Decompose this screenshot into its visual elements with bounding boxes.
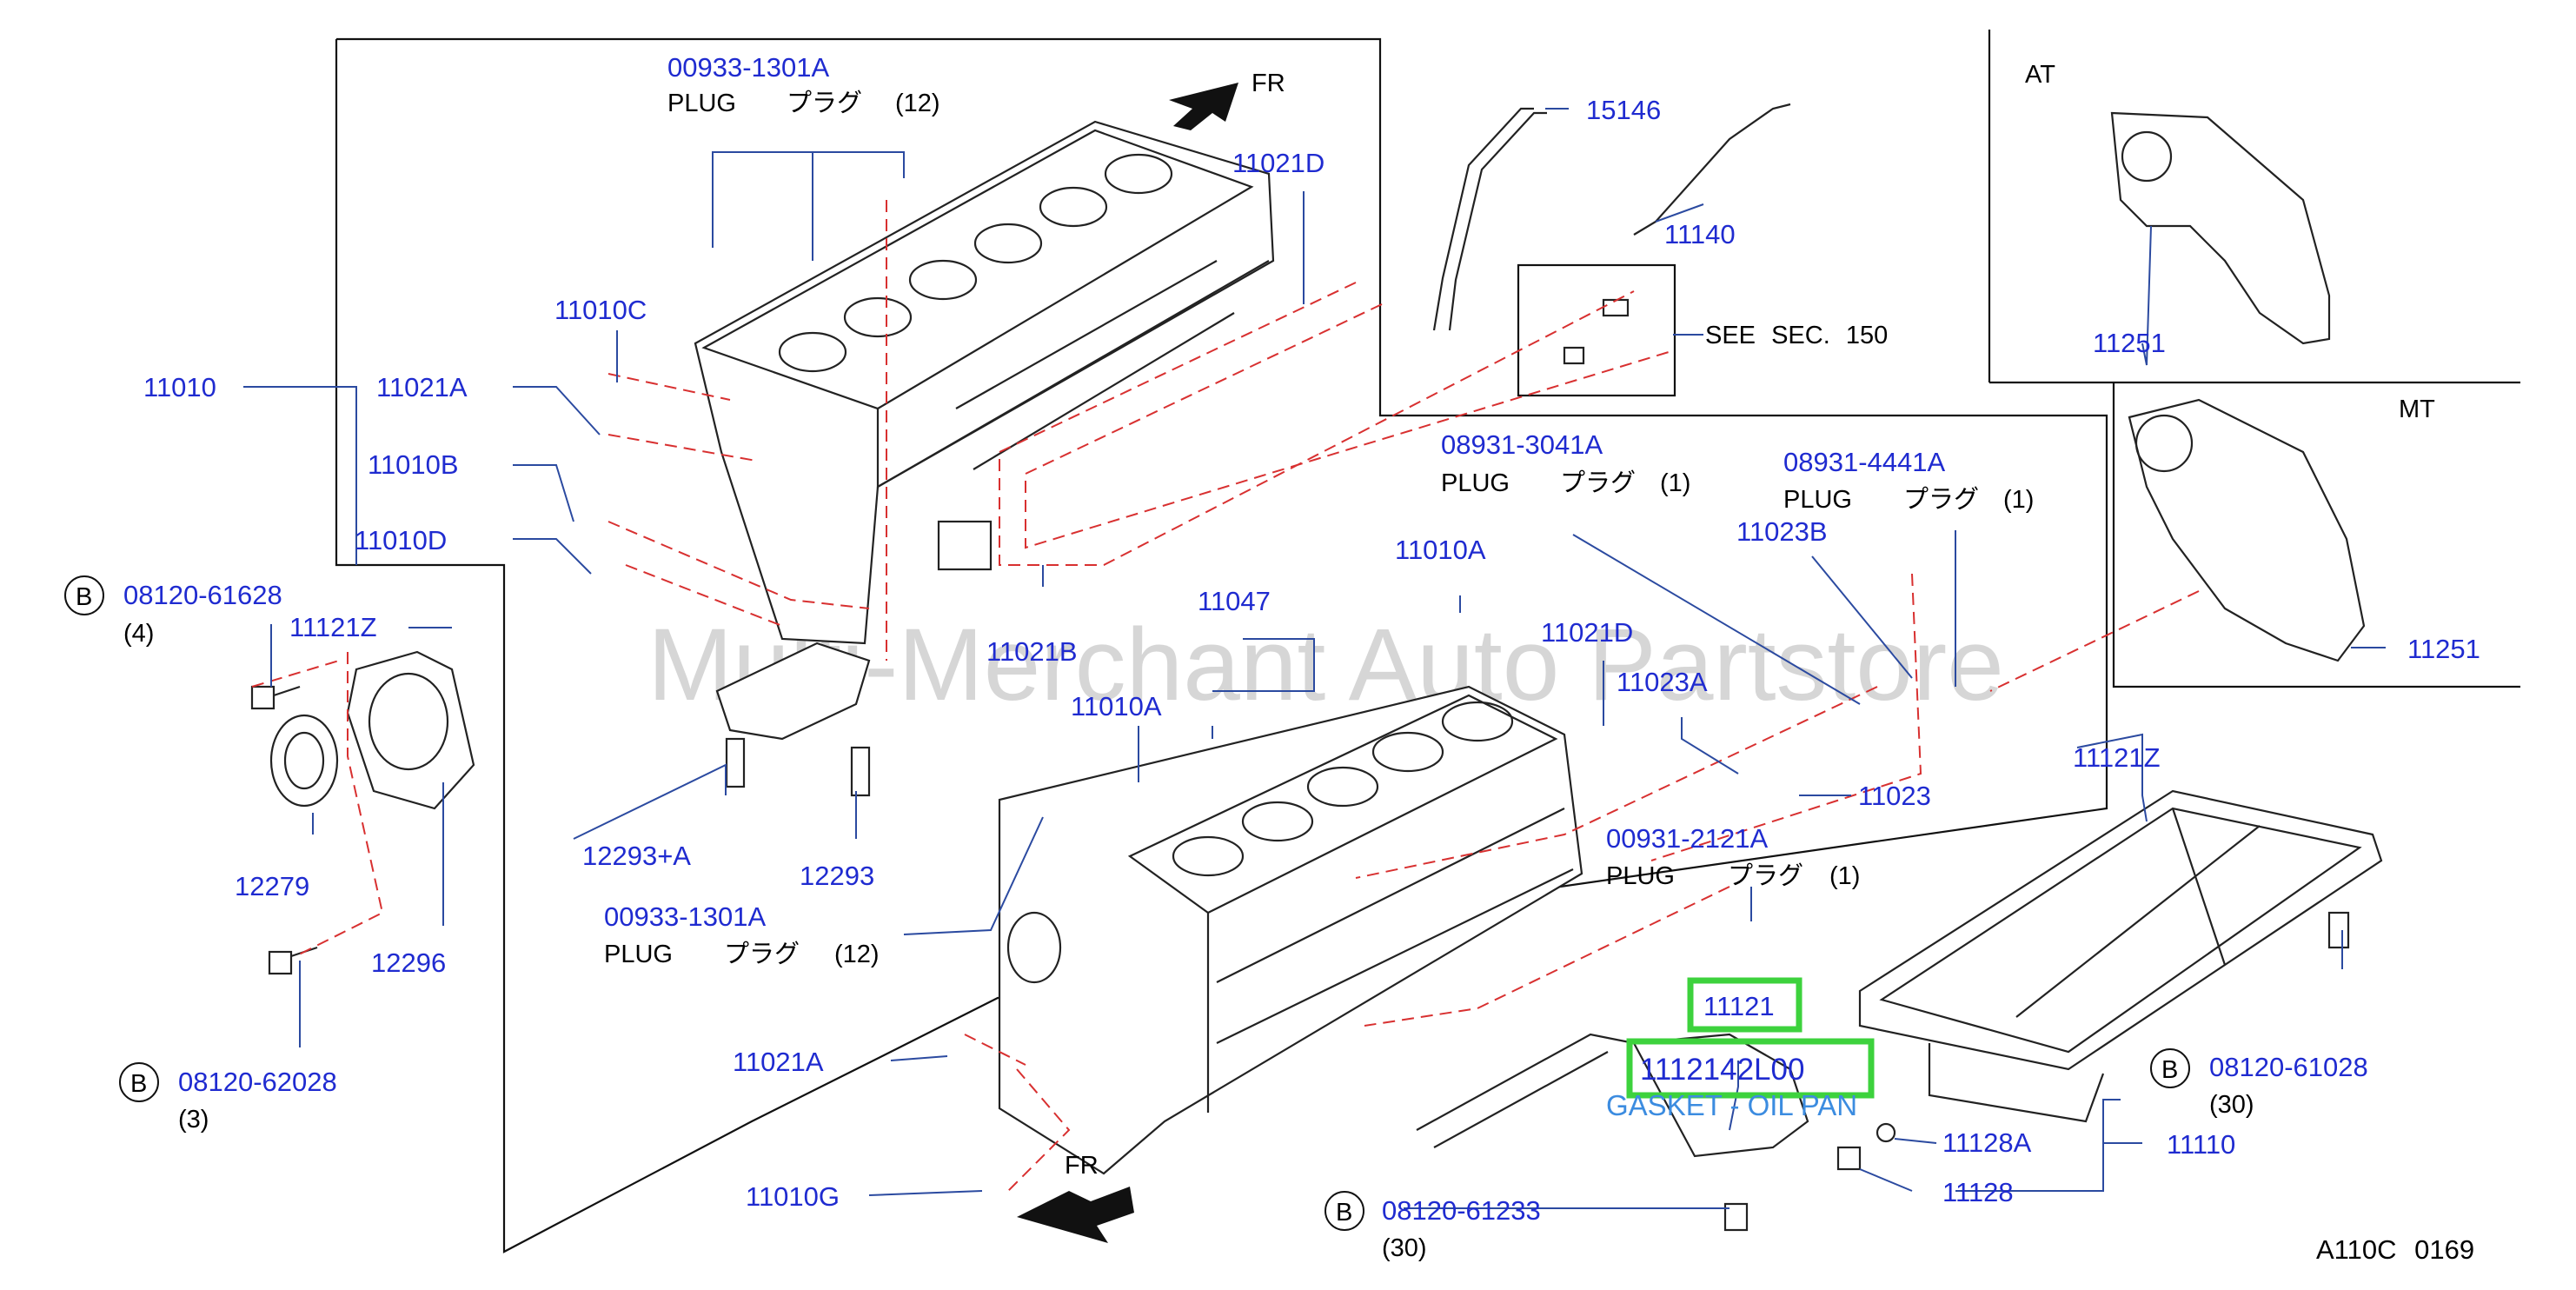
part-11023b[interactable]: 11023B xyxy=(1736,516,1828,547)
bolt-badge-circle xyxy=(2150,1048,2190,1088)
qty-label: (1) xyxy=(1829,862,1860,890)
qty-label: (4) xyxy=(123,620,154,648)
part-00933-1301a-bottom[interactable]: 00933-1301A xyxy=(604,901,766,932)
lower-cylinder-block-drawing xyxy=(998,685,1583,1175)
qty-label: (1) xyxy=(1660,469,1690,497)
part-08120-61628[interactable]: 08120-61628 xyxy=(123,580,282,610)
oil-pan-gasket-drawing xyxy=(1632,1033,1809,1158)
front-arrow-top xyxy=(1169,83,1238,130)
part-12296[interactable]: 12296 xyxy=(371,948,446,978)
part-11010d[interactable]: 11010D xyxy=(355,525,447,555)
small-parts-drawing xyxy=(250,103,2350,1232)
plug-en-label: PLUG xyxy=(667,90,736,117)
gasket-strip-drawing xyxy=(1416,1033,1635,1131)
part-11121z-left[interactable]: 11121Z xyxy=(289,612,377,642)
part-12279[interactable]: 12279 xyxy=(235,871,309,901)
part-11121z-right[interactable]: 11121Z xyxy=(2073,742,2161,773)
part-11021a-top[interactable]: 11021A xyxy=(376,372,468,402)
part-08120-61028[interactable]: 08120-61028 xyxy=(2209,1052,2368,1082)
bolt-badge-label: B xyxy=(130,1070,147,1098)
part-12293[interactable]: 12293 xyxy=(800,861,874,891)
part-11010b[interactable]: 11010B xyxy=(368,449,459,480)
leader-lines xyxy=(243,108,2386,1209)
bolt-badge-circle xyxy=(1325,1191,1364,1231)
part-15146[interactable]: 15146 xyxy=(1586,95,1661,125)
fr-label-bottom: FR xyxy=(1065,1152,1099,1180)
qty-label: (12) xyxy=(834,941,880,968)
bolt-badge-label: B xyxy=(76,583,92,611)
part-11021b[interactable]: 11021B xyxy=(986,636,1078,667)
part-11110[interactable]: 11110 xyxy=(2167,1129,2235,1160)
mt-label: MT xyxy=(2399,396,2435,423)
part-11021a-bottom[interactable]: 11021A xyxy=(733,1047,824,1077)
qty-label: (30) xyxy=(2209,1091,2254,1119)
part-11021d-mid[interactable]: 11021D xyxy=(1541,617,1633,648)
part-11010c[interactable]: 11010C xyxy=(554,295,647,325)
part-12293-a[interactable]: 12293+A xyxy=(582,841,691,871)
bolt-badge-label: B xyxy=(2161,1056,2178,1084)
part-11010a-mid[interactable]: 11010A xyxy=(1071,691,1162,721)
see-section-label: SEE SEC. 150 xyxy=(1705,322,1888,349)
diagram-code: A110C 0169 xyxy=(2316,1234,2474,1265)
part-08931-3041a[interactable]: 08931-3041A xyxy=(1441,429,1603,460)
part-00931-2121a[interactable]: 00931-2121A xyxy=(1606,823,1768,854)
qty-label: (3) xyxy=(178,1106,209,1134)
plug-en-label: PLUG xyxy=(1783,486,1852,514)
part-11140[interactable]: 11140 xyxy=(1664,219,1736,249)
bolt-badge-circle xyxy=(119,1062,159,1102)
at-label: AT xyxy=(2025,61,2055,89)
part-11010g[interactable]: 11010G xyxy=(746,1181,840,1212)
plug-jp-label: プラグ xyxy=(787,89,862,117)
bolt-badge-circle xyxy=(64,575,104,615)
highlighted-oem-number[interactable]: 1112142L00 xyxy=(1640,1053,1804,1087)
plug-en-label: PLUG xyxy=(1606,862,1675,890)
upper-cylinder-block-drawing xyxy=(694,120,1275,645)
part-08120-61233[interactable]: 08120-61233 xyxy=(1382,1195,1541,1226)
qty-label: (1) xyxy=(2003,486,2034,514)
highlight-box-oem xyxy=(1626,1038,1875,1099)
plug-en-label: PLUG xyxy=(1441,469,1510,497)
highlight-box-part xyxy=(1687,977,1803,1033)
part-08931-4441a[interactable]: 08931-4441A xyxy=(1783,447,1945,477)
plug-en-label: PLUG xyxy=(604,941,673,968)
part-11251-at[interactable]: 11251 xyxy=(2093,328,2166,358)
part-00933-1301a-top[interactable]: 00933-1301A xyxy=(667,52,829,83)
part-11047[interactable]: 11047 xyxy=(1198,586,1271,616)
plug-jp-label: プラグ xyxy=(1560,469,1636,497)
part-11251-mt[interactable]: 11251 xyxy=(2407,634,2480,664)
oil-pan-drawing xyxy=(1858,789,2383,1123)
part-11021d-top[interactable]: 11021D xyxy=(1232,148,1325,178)
qty-label: (30) xyxy=(1382,1234,1427,1262)
plug-jp-label: プラグ xyxy=(1728,861,1803,890)
watermark-text: Multi-Merchant Auto Partstore xyxy=(647,608,2004,722)
fr-label-top: FR xyxy=(1251,70,1285,97)
highlighted-part-number[interactable]: 11121 xyxy=(1703,991,1775,1021)
plug-jp-label: プラグ xyxy=(724,940,800,968)
part-11128[interactable]: 11128 xyxy=(1942,1177,2014,1207)
qty-label: (12) xyxy=(895,90,940,117)
highlighted-part-caption: GASKET - OIL PAN xyxy=(1606,1089,1857,1121)
part-08120-62028[interactable]: 08120-62028 xyxy=(178,1067,337,1097)
part-11010[interactable]: 11010 xyxy=(143,372,216,402)
front-arrow-bottom xyxy=(1017,1187,1134,1243)
dashed-assembly-lines xyxy=(251,200,2200,1192)
at-rear-plate-drawing xyxy=(2110,111,2331,345)
mt-rear-plate-drawing xyxy=(2128,398,2366,662)
part-11023a[interactable]: 11023A xyxy=(1617,667,1708,697)
plug-jp-label: プラグ xyxy=(1903,485,1979,514)
part-11128a[interactable]: 11128A xyxy=(1942,1127,2032,1158)
part-11023[interactable]: 11023 xyxy=(1858,781,1931,811)
part-11010a-top[interactable]: 11010A xyxy=(1395,535,1486,565)
bolt-badge-label: B xyxy=(1336,1199,1352,1227)
